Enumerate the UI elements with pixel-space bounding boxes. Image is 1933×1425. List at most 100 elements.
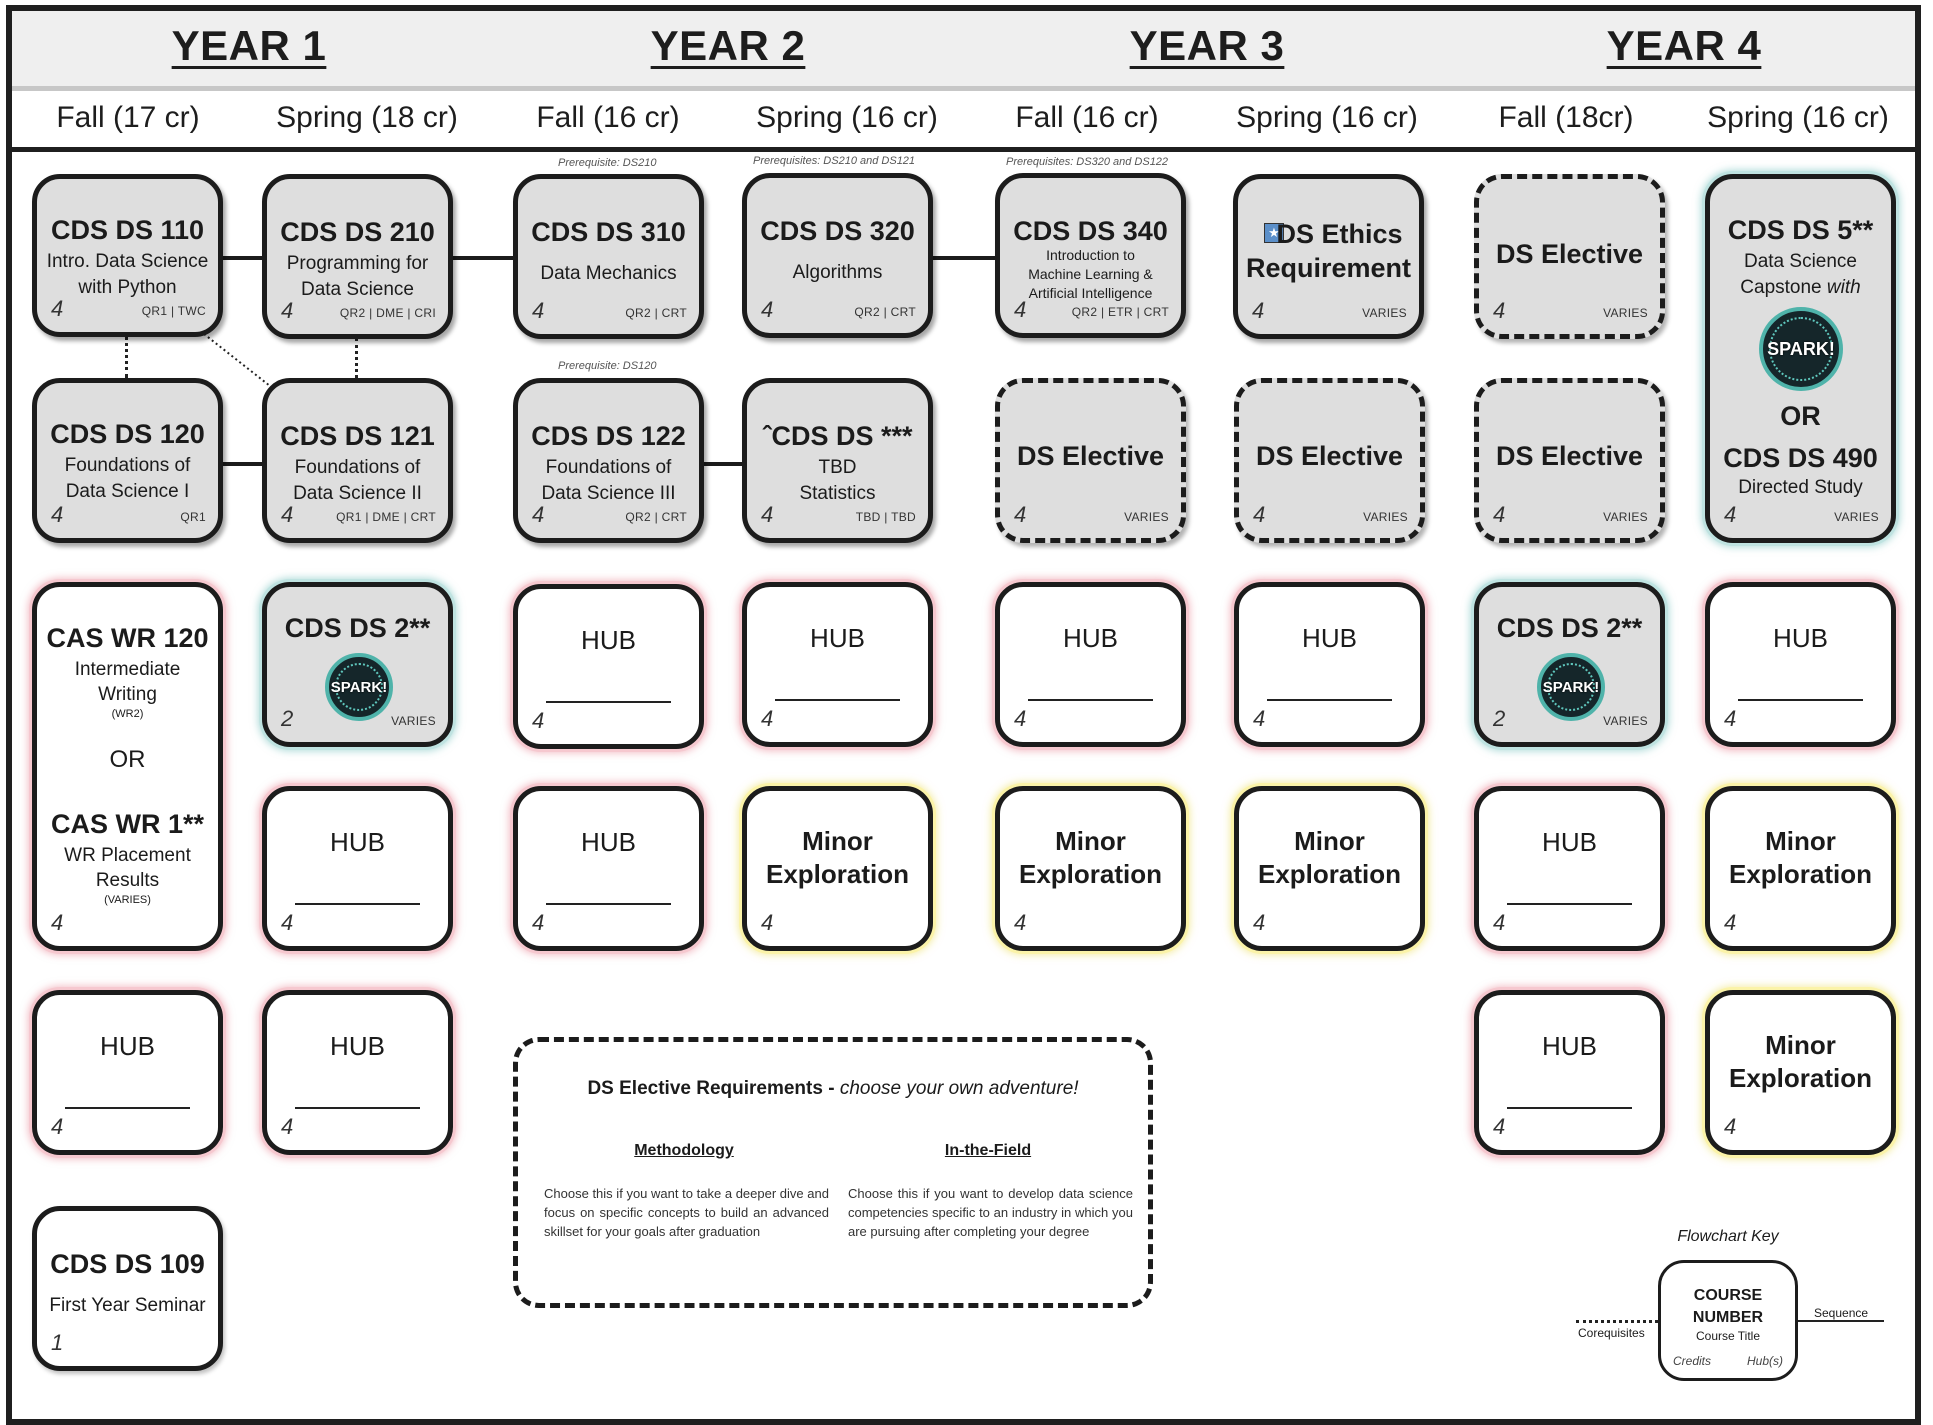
course-hubs: TBD | TBD [855, 510, 916, 524]
course-ds-statistics[interactable]: ˆCDS DS *** TBD Statistics 4 TBD | TBD [742, 378, 933, 543]
hub-course[interactable]: HUB 4 [742, 582, 933, 747]
course-code: CAS WR 1** [50, 809, 205, 839]
course-credits: 4 [281, 502, 294, 527]
course-credits: 4 [532, 910, 545, 935]
hub-blank-line [1507, 903, 1632, 905]
elective-label: DS Elective [1255, 441, 1404, 471]
elective-box[interactable]: DS Elective 4 VARIES [1474, 378, 1665, 543]
hub-course[interactable]: HUB 4 [262, 990, 453, 1155]
hub-course[interactable]: HUB 4 [513, 584, 704, 749]
in-the-field-text: Choose this if you want to develop data … [848, 1186, 1133, 1239]
course-title: Artificial Intelligence [1028, 285, 1153, 301]
course-hubs: VARIES [1603, 714, 1648, 728]
or-label: OR [109, 746, 146, 773]
hub-tag: (VARIES) [104, 894, 151, 906]
course-title: Data Science [1743, 251, 1857, 272]
key-hubs: Hub(s) [1746, 1354, 1783, 1368]
course-credits: 4 [281, 298, 294, 323]
hub-course[interactable]: HUB 4 [1234, 582, 1425, 747]
course-ds120[interactable]: CDS DS 120 Foundations of Data Science I… [32, 378, 223, 543]
prereq-ds340: Prerequisites: DS320 and DS122 [1006, 156, 1169, 168]
course-ds340[interactable]: CDS DS 340 Introduction to Machine Learn… [995, 173, 1186, 338]
year-1-heading: YEAR 1 [171, 22, 327, 69]
spark-badge: SPARK! [325, 653, 393, 721]
course-code: CDS DS 490 [1723, 443, 1878, 473]
course-ds110[interactable]: CDS DS 110 Intro. Data Science with Pyth… [32, 174, 223, 337]
methodology-heading: Methodology [634, 1142, 734, 1159]
hub-course[interactable]: HUB 4 [995, 582, 1186, 747]
semester-y1-spring: Spring (18 cr) [276, 101, 458, 134]
year-2-heading: YEAR 2 [650, 22, 806, 69]
course-ds310[interactable]: CDS DS 310 Data Mechanics 4 QR2 | CRT [513, 174, 704, 339]
course-credits: 4 [1014, 297, 1027, 322]
course-credits: 4 [1493, 298, 1506, 323]
elective-box[interactable]: DS Elective 4 VARIES [995, 378, 1186, 543]
hub-label: HUB [330, 827, 385, 857]
hub-course[interactable]: HUB 4 [262, 786, 453, 951]
hub-label: HUB [1773, 623, 1828, 653]
course-credits: 4 [761, 706, 774, 731]
course-ds109[interactable]: CDS DS 109 First Year Seminar 1 [32, 1206, 223, 1371]
course-code: CDS DS 340 [1013, 216, 1168, 246]
course-ds122[interactable]: CDS DS 122 Foundations of Data Science I… [513, 378, 704, 543]
spark-badge: SPARK! [1759, 307, 1843, 391]
course-code: CDS DS 310 [531, 217, 686, 247]
course-credits: 4 [532, 502, 545, 527]
course-code: CDS DS 320 [760, 216, 915, 246]
course-credits: 1 [51, 1330, 64, 1355]
hub-course[interactable]: HUB 4 [32, 990, 223, 1155]
course-credits: 4 [1724, 502, 1737, 527]
hub-blank-line [65, 1107, 190, 1109]
course-ds121[interactable]: CDS DS 121 Foundations of Data Science I… [262, 378, 453, 543]
hub-course[interactable]: HUB 4 [513, 786, 704, 951]
course-code: DS Ethics [1276, 219, 1403, 249]
course-ds2-spark[interactable]: CDS DS 2** SPARK! 2 VARIES [1474, 582, 1665, 747]
hub-blank-line [546, 701, 671, 703]
course-capstone[interactable]: CDS DS 5** Data Science Capstone with SP… [1705, 174, 1896, 543]
hub-blank-line [1507, 1107, 1632, 1109]
course-ds210[interactable]: CDS DS 210 Programming for Data Science … [262, 174, 453, 339]
course-hubs: QR2 | DME | CRI [339, 306, 436, 320]
hub-label: HUB [100, 1031, 155, 1061]
course-title: Introduction to [1046, 247, 1135, 263]
elective-label: DS Elective [1495, 441, 1644, 471]
course-title: Data Mechanics [540, 263, 677, 284]
hub-tag: (WR2) [111, 708, 144, 720]
sequence-label: Sequence [1814, 1306, 1869, 1320]
course-hubs: QR1 | TWC [141, 304, 206, 318]
course-hubs: VARIES [1362, 306, 1407, 320]
corequisite-line [1576, 1320, 1658, 1323]
elective-requirements-panel: DS Elective Requirements - choose your o… [513, 1037, 1153, 1308]
corequisites-label: Corequisites [1578, 1326, 1645, 1340]
hub-blank-line [1028, 699, 1153, 701]
hub-course[interactable]: HUB 4 [1474, 990, 1665, 1155]
sequence-line [1798, 1320, 1884, 1322]
hub-label: HUB [1542, 1031, 1597, 1061]
course-ds-ethics[interactable]: ★ DS Ethics Requirement 4 VARIES [1233, 174, 1424, 339]
course-hubs: VARIES [1124, 510, 1169, 524]
course-code: CDS DS 109 [50, 1249, 205, 1279]
prereq-ds310: Prerequisite: DS210 [558, 157, 657, 169]
course-credits: 4 [532, 708, 545, 733]
hub-course[interactable]: HUB 4 [1474, 786, 1665, 951]
hub-label: HUB [330, 1031, 385, 1061]
sequence-connector [222, 462, 264, 466]
course-ds2-spark[interactable]: CDS DS 2** SPARK! 2 VARIES [262, 582, 453, 747]
hub-course[interactable]: HUB 4 [1705, 582, 1896, 747]
course-writing[interactable]: CAS WR 120 Intermediate Writing (WR2) OR… [32, 582, 223, 951]
course-code: CDS DS 210 [280, 217, 435, 247]
hub-label: HUB [1063, 623, 1118, 653]
course-code: ˆCDS DS *** [762, 421, 913, 451]
elective-box[interactable]: DS Elective 4 VARIES [1474, 174, 1665, 339]
course-ds320[interactable]: CDS DS 320 Algorithms 4 QR2 | CRT [742, 173, 933, 338]
elective-box[interactable]: DS Elective 4 VARIES [1234, 378, 1425, 543]
course-title: with Python [78, 277, 177, 298]
course-credits: 4 [51, 296, 64, 321]
